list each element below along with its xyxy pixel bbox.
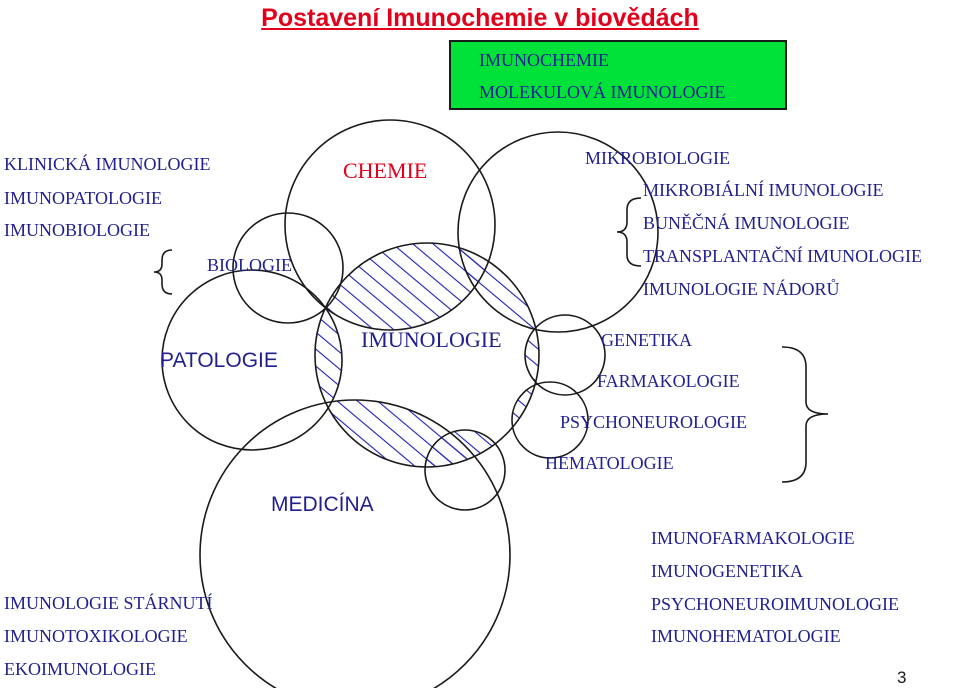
top-left-item: IMUNOPATOLOGIE [4,188,163,208]
brace-biologie [153,249,173,295]
bottom-left-item: IMUNOLOGIE STÁRNUTÍ [4,593,213,613]
mikrobiologie-header: MIKROBIOLOGIE [585,148,730,168]
label-chemie: CHEMIE [343,158,428,183]
circle-hematologie [424,429,506,511]
page-number: 3 [897,668,907,687]
circle-psychoneurologie [511,381,589,459]
circle-patologie [161,269,343,451]
brace-related-fields [781,346,829,483]
related-field: GENETIKA [601,330,692,350]
related-field: PSYCHONEUROLOGIE [560,412,748,432]
circle-genetika [524,314,606,396]
page-title: Postavení Imunochemie v biovědách [261,4,699,32]
derived-field: IMUNOFARMAKOLOGIE [651,528,855,548]
circle-mikrobiologie [457,131,659,333]
mikrobiologie-item: BUNĚČNÁ IMUNOLOGIE [643,213,850,233]
bottom-left-item: EKOIMUNOLOGIE [4,659,156,679]
overlap-chemie [315,243,495,330]
derived-field: IMUNOHEMATOLOGIE [651,626,841,646]
molekulova-imunologie-label: MOLEKULOVÁ IMUNOLOGIE [479,82,726,102]
mikrobiologie-item: TRANSPLANTAČNÍ IMUNOLOGIE [643,246,923,266]
derived-field: PSYCHONEUROIMUNOLOGIE [651,594,900,614]
top-left-item: KLINICKÁ IMUNOLOGIE [4,154,211,174]
imunochemie-box: IMUNOCHEMIE MOLEKULOVÁ IMUNOLOGIE [449,40,787,110]
mikrobiologie-item: MIKROBIÁLNÍ IMUNOLOGIE [643,180,884,200]
circle-biologie [232,212,344,324]
circle-imunologie [314,242,540,468]
overlap-mikrobiologie [458,243,539,332]
bottom-left-item: IMUNOTOXIKOLOGIE [4,626,188,646]
related-field: HEMATOLOGIE [545,453,674,473]
label-biologie: BIOLOGIE [207,255,292,275]
label-medicina: MEDICÍNA [271,493,374,516]
brace-mikrobiologie [616,197,642,267]
mikrobiologie-item: IMUNOLOGIE NÁDORŮ [643,279,840,299]
top-left-item: IMUNOBIOLOGIE [4,220,150,240]
label-imunologie: IMUNOLOGIE [361,327,502,352]
circle-medicina [199,399,511,688]
imunochemie-label: IMUNOCHEMIE [479,50,609,70]
circle-chemie [284,119,496,331]
label-patologie: PATOLOGIE [160,349,278,372]
derived-field: IMUNOGENETIKA [651,561,803,581]
related-field: FARMAKOLOGIE [597,371,740,391]
